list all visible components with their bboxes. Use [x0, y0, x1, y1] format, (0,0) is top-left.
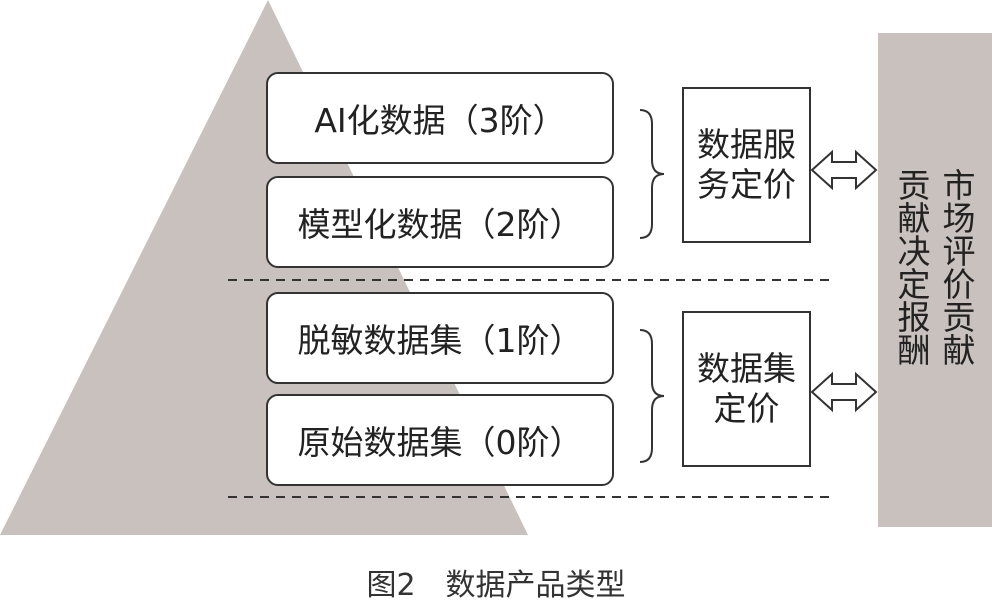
tier-label: 模型化数据（2阶） — [297, 205, 583, 244]
pricing-label: 数据服务定价 — [697, 125, 796, 204]
pricing-label: 数据集定价 — [697, 349, 796, 428]
double-arrow-upper-icon — [810, 149, 878, 191]
pricing-box-data-service: 数据服务定价 — [682, 87, 811, 243]
market-bar — [878, 33, 992, 527]
double-arrow-lower-icon — [810, 371, 878, 413]
brace-lower-icon — [639, 329, 665, 463]
tier-box-desensitized-data: 脱敏数据集（1阶） — [266, 292, 614, 384]
tier-label: AI化数据（3阶） — [314, 101, 566, 140]
tier-box-model-data: 模型化数据（2阶） — [266, 176, 614, 268]
tier-box-ai-data: AI化数据（3阶） — [266, 72, 614, 164]
market-text-left: 贡献决定报酬 — [892, 168, 931, 366]
tier-label: 脱敏数据集（1阶） — [297, 321, 583, 360]
brace-upper-icon — [639, 109, 665, 239]
tier-box-raw-data: 原始数据集（0阶） — [266, 394, 614, 486]
tier-label: 原始数据集（0阶） — [297, 423, 583, 462]
market-text-right: 市场评价贡献 — [937, 168, 976, 366]
figure-caption: 图2 数据产品类型 — [366, 568, 626, 603]
pricing-box-dataset: 数据集定价 — [682, 311, 811, 467]
